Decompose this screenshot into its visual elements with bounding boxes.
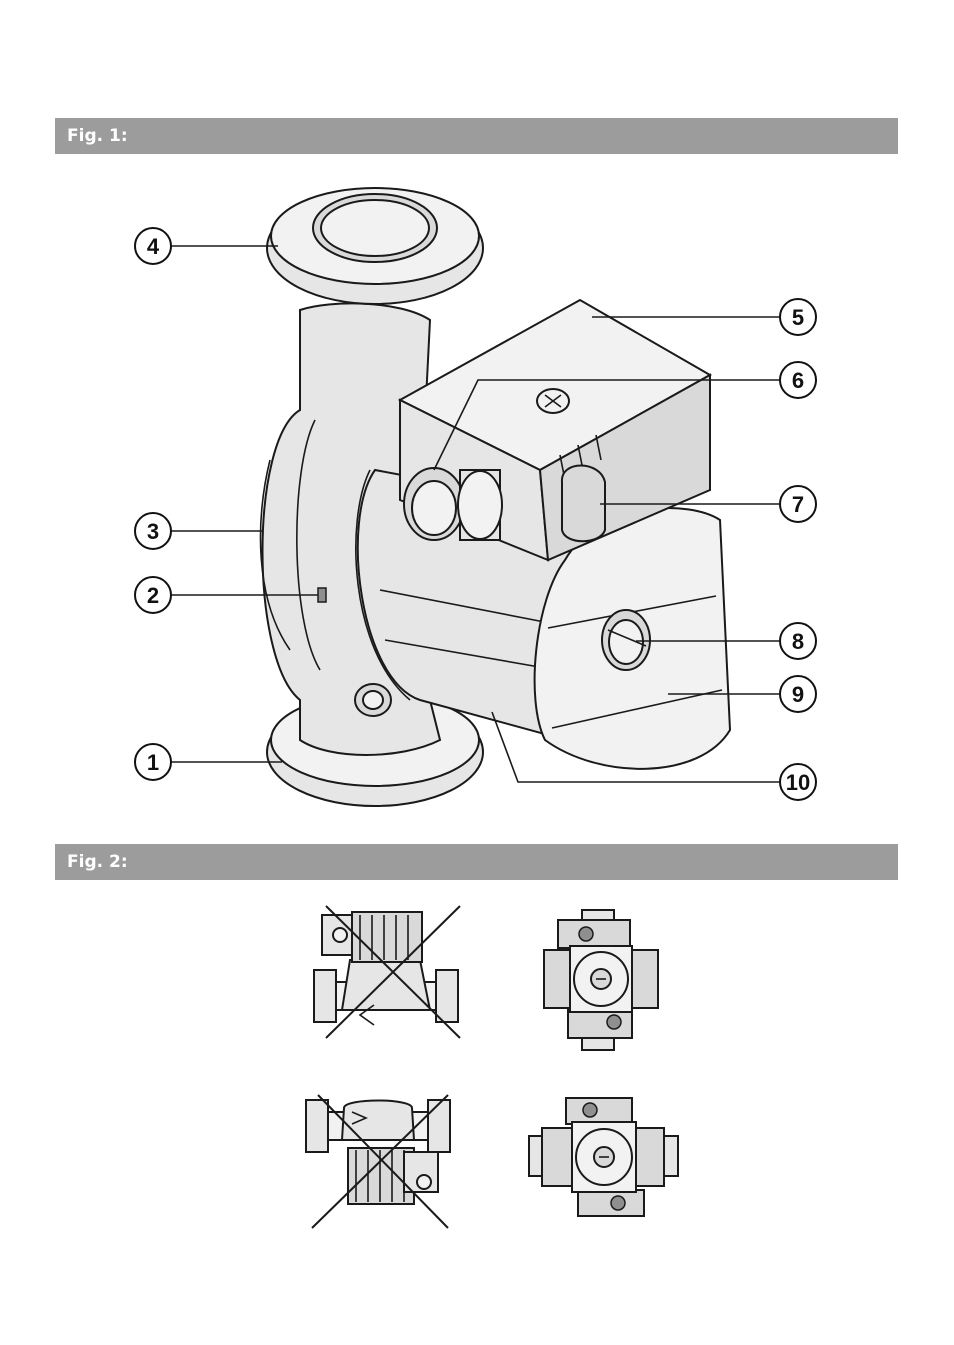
svg-text:2: 2 — [147, 583, 159, 608]
svg-text:10: 10 — [786, 770, 810, 795]
callout-4: 4 — [134, 227, 172, 265]
pump-drawing — [259, 187, 732, 807]
callout-5: 5 — [779, 298, 817, 336]
callout-3: 3 — [134, 512, 172, 550]
figure-2-header: Fig. 2: — [55, 844, 898, 880]
callout-1: 1 — [134, 743, 172, 781]
svg-text:4: 4 — [147, 234, 160, 259]
callout-9: 9 — [779, 675, 817, 713]
callout-8: 8 — [779, 622, 817, 660]
speed-selector — [560, 464, 606, 543]
svg-text:1: 1 — [147, 750, 159, 775]
svg-text:8: 8 — [792, 629, 804, 654]
figure-1-label: Fig. 1: — [67, 126, 128, 146]
fig2-wrong-position-bottom — [305, 1094, 451, 1229]
callout-10: 10 — [779, 763, 817, 801]
figure-2-label: Fig. 2: — [67, 852, 128, 872]
svg-text:3: 3 — [147, 519, 159, 544]
fig2-correct-position-bottom — [528, 1097, 679, 1217]
callout-6: 6 — [779, 361, 817, 399]
callout-leaders — [170, 245, 780, 783]
callout-2: 2 — [134, 576, 172, 614]
svg-text:5: 5 — [792, 305, 804, 330]
callout-7: 7 — [779, 485, 817, 523]
svg-text:9: 9 — [792, 682, 804, 707]
svg-text:6: 6 — [792, 368, 804, 393]
fig2-wrong-position-top — [313, 905, 461, 1039]
svg-text:7: 7 — [792, 492, 804, 517]
figure-1-header: Fig. 1: — [55, 118, 898, 154]
fig2-correct-position-top — [543, 909, 659, 1051]
